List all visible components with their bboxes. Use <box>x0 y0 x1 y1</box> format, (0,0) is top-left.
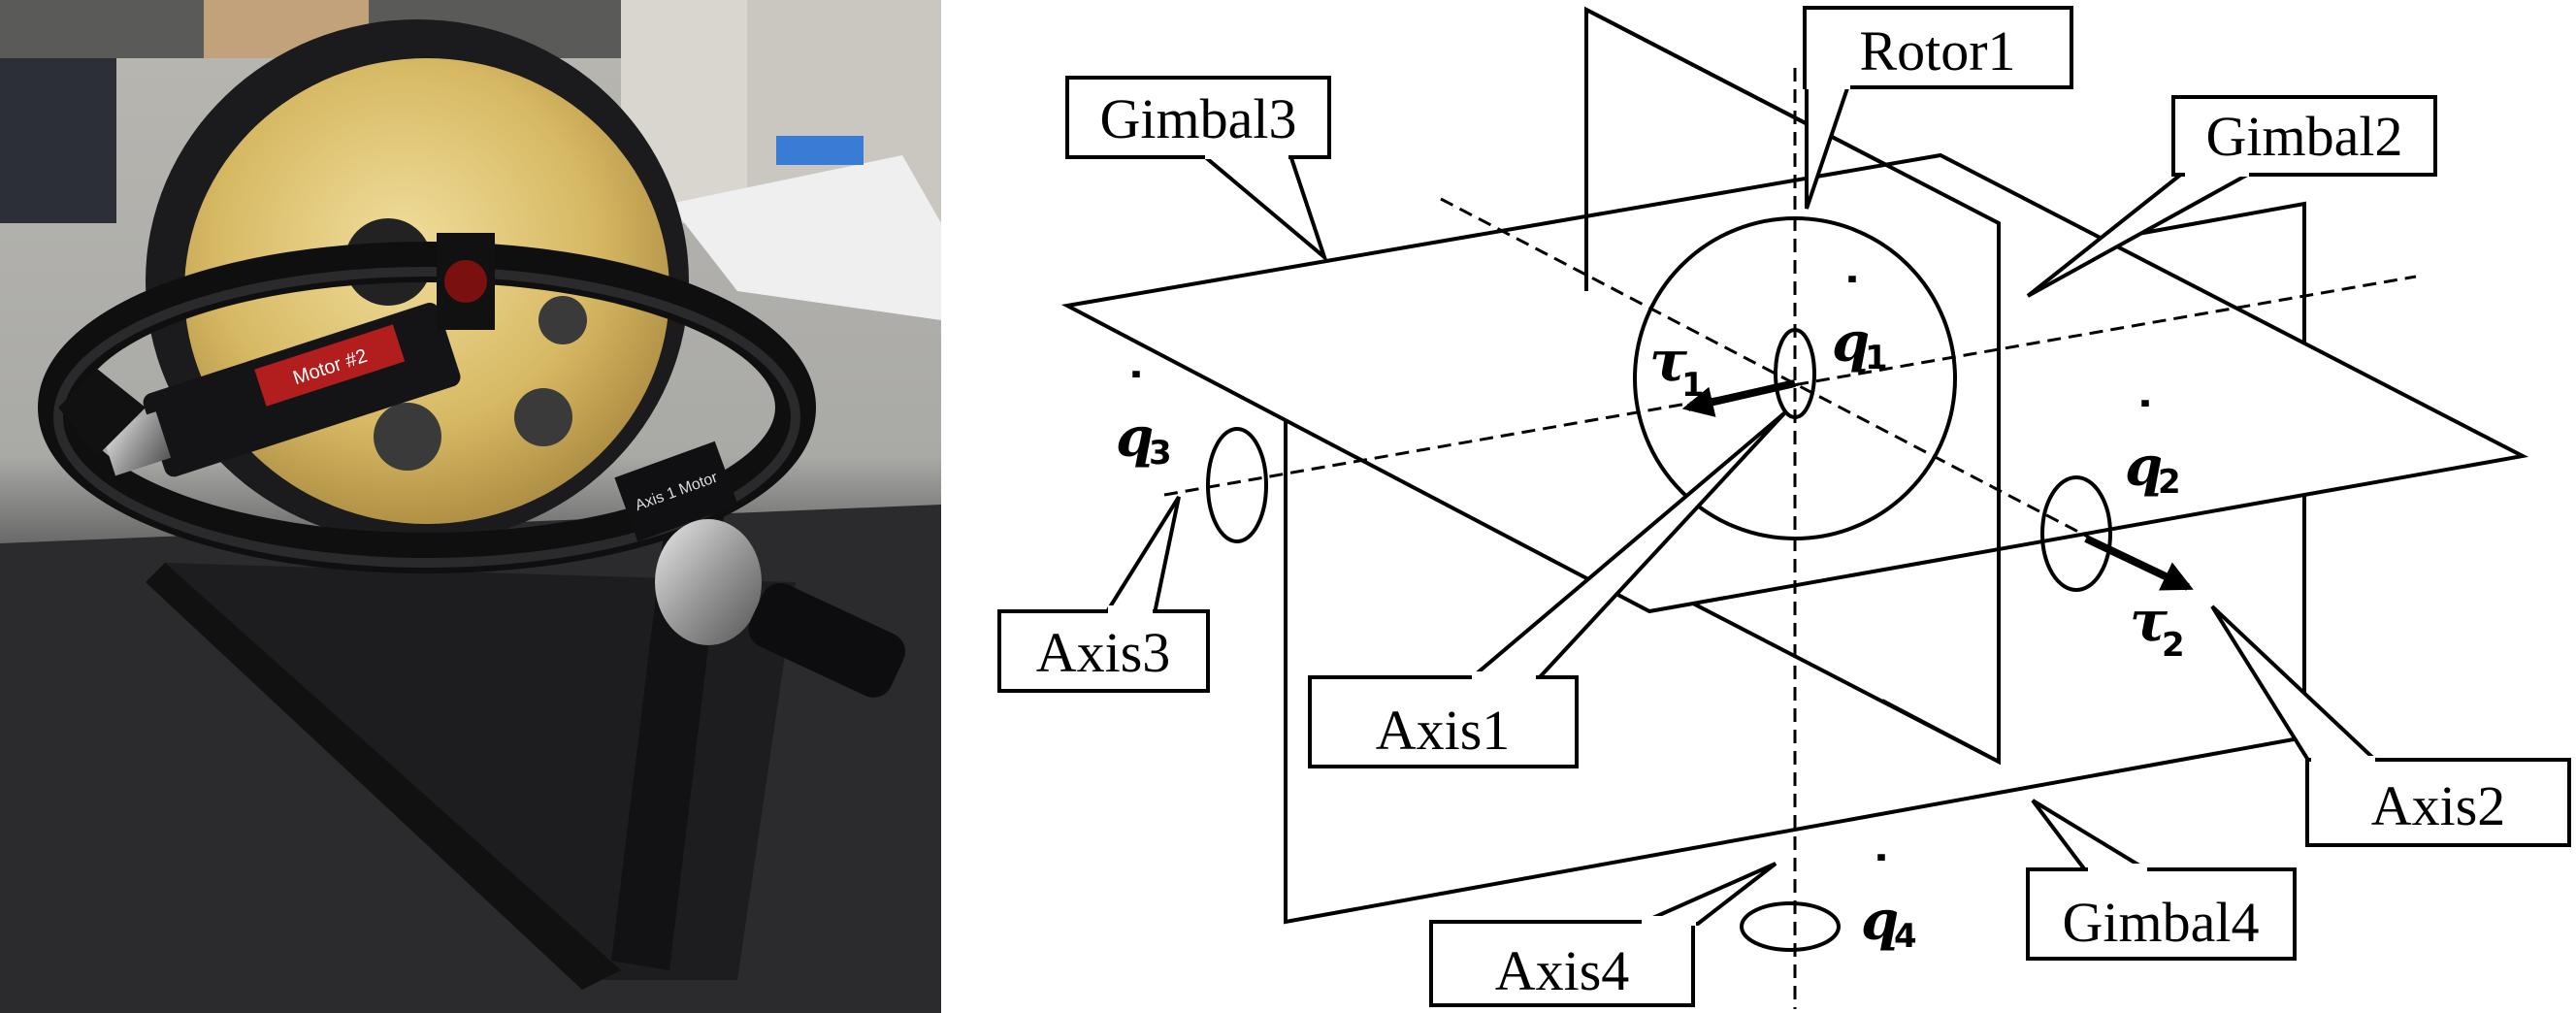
q4-dot: ˙ <box>1868 847 1895 910</box>
callout-rotor1: Rotor1 <box>1803 6 2073 210</box>
callout-axis3-label: Axis3 <box>1036 621 1171 684</box>
tau1-subscript: 1 <box>1681 366 1705 405</box>
q4-symbol: q <box>1861 889 1899 953</box>
q1-subscript: 1 <box>1865 339 1888 377</box>
callout-axis2-pointer <box>2210 605 2383 764</box>
callout-axis2-label: Axis2 <box>2371 774 2506 837</box>
callout-gimbal4-box <box>2026 867 2297 961</box>
q3-dot: ˙ <box>1123 364 1150 427</box>
q1-rotation-arrow <box>1774 328 1816 419</box>
callout-gimbal2-label: Gimbal2 <box>2206 105 2403 168</box>
callout-gimbal4-label: Gimbal4 <box>2063 891 2260 954</box>
tau2-symbol: τ <box>2130 588 2168 654</box>
callout-axis2-box <box>2305 758 2571 847</box>
rear-motor <box>58 369 146 456</box>
callouts: Rotor1 Gimbal3 Gimbal2 Axis3 Axi <box>997 6 2571 1007</box>
callout-gimbal3-pointer <box>1197 153 1329 264</box>
q4-subscript: 4 <box>1894 917 1917 956</box>
callout-gimbal3-box <box>1065 76 1331 159</box>
q3-rotation-arrow <box>1206 427 1268 543</box>
rotor-plane-visible <box>1584 6 2001 766</box>
callout-axis4-pointer <box>1639 862 1777 926</box>
callout-axis1: Axis1 <box>1308 410 1787 768</box>
tau1-symbol: τ <box>1649 328 1688 394</box>
callout-gimbal3: Gimbal3 <box>1065 76 1331 264</box>
callout-axis4-box <box>1429 920 1695 1007</box>
callout-rotor1-box <box>1803 6 2073 89</box>
callout-axis2: Axis2 <box>2210 605 2571 847</box>
rotor-hole <box>514 388 572 446</box>
encoder-cable <box>748 582 905 698</box>
callout-axis1-gap <box>1472 671 1536 681</box>
q2-dot: ˙ <box>2132 393 2159 456</box>
callout-gimbal2: Gimbal2 <box>2026 95 2437 298</box>
q3-subscript: 3 <box>1149 434 1172 473</box>
callout-axis3-pointer <box>1102 495 1181 615</box>
chair <box>0 58 116 223</box>
callout-axis3-box <box>997 609 1210 693</box>
q4-rotation-arrow <box>1740 901 1841 952</box>
callout-axis3: Axis3 <box>997 495 1210 693</box>
q3-symbol: q <box>1116 406 1154 470</box>
blue-object <box>776 136 864 165</box>
q1-dot: ˙ <box>1839 269 1866 332</box>
callout-axis1-label: Axis1 <box>1376 699 1511 762</box>
frame-leg-left <box>146 563 621 990</box>
q1-symbol: q <box>1832 310 1870 375</box>
rotor-hole <box>538 296 587 344</box>
axis-motor-plate <box>614 441 738 542</box>
callout-rotor1-gap <box>1807 80 1850 89</box>
callout-axis4-label: Axis4 <box>1495 939 1630 1002</box>
tau2-subscript: 2 <box>2162 626 2185 665</box>
q2-symbol: q <box>2125 435 2163 499</box>
symbols: τ 1 q ˙ 1 q ˙ 3 q ˙ 2 τ 2 q ˙ 4 <box>1116 269 2185 956</box>
callout-gimbal4: Gimbal4 <box>2026 799 2297 961</box>
callout-axis2-gap <box>2311 756 2375 766</box>
q2-subscript: 2 <box>2158 463 2181 502</box>
q2-rotation-arrow <box>2040 475 2112 592</box>
callout-gimbal3-gap <box>1205 149 1288 159</box>
tau2-vector <box>2084 535 2194 591</box>
callout-gimbal2-gap <box>2185 167 2249 177</box>
axis2-line <box>1440 197 2102 545</box>
encoder <box>655 519 762 645</box>
axis3-line <box>1163 275 2417 497</box>
callout-axis4: Axis4 <box>1429 862 1777 1007</box>
callout-axis3-gap <box>1108 605 1153 615</box>
callout-gimbal3-label: Gimbal3 <box>1100 87 1297 150</box>
motor-label-band <box>254 324 406 407</box>
tau1-vector <box>1681 379 1796 417</box>
motor-cap <box>444 260 487 303</box>
callout-gimbal4-pointer <box>2031 799 2157 873</box>
callout-gimbal2-box <box>2171 95 2437 177</box>
callout-axis4-gap <box>1642 916 1696 926</box>
gimbal-ring-edge <box>53 267 800 568</box>
paper-sheet <box>669 155 941 320</box>
rotor-hole <box>374 403 441 471</box>
callout-rotor1-label: Rotor1 <box>1859 19 2015 82</box>
callout-axis1-box <box>1308 675 1579 768</box>
callout-gimbal4-gap <box>2088 864 2147 873</box>
device-photo: Motor #2 Axis 1 Motor <box>0 0 941 1013</box>
